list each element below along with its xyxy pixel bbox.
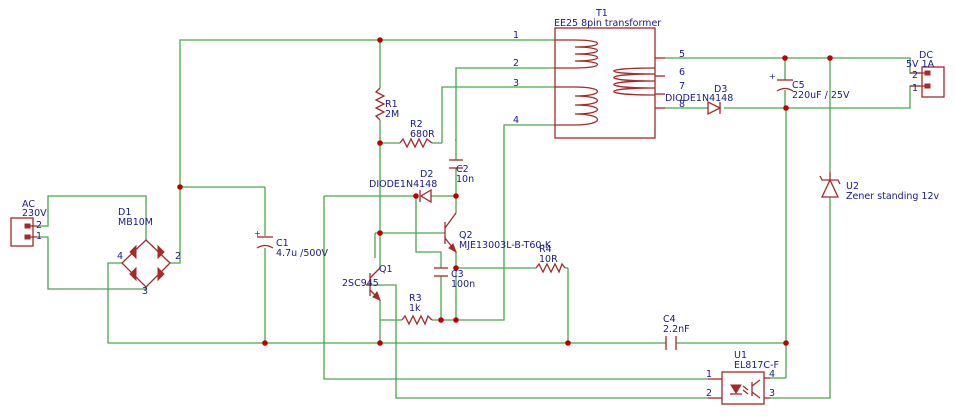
c2-ref: C2	[456, 164, 469, 175]
dc-connector: DC 5V 1A 2 1	[906, 50, 945, 98]
t1-pin1: 1	[513, 30, 519, 41]
r2-ref: R2	[410, 119, 423, 130]
ac-ref: AC	[22, 199, 35, 210]
c4-value: 2.2nF	[663, 324, 690, 335]
wires	[37, 39, 920, 399]
u2-value: Zener standing 12v	[846, 191, 939, 202]
svg-text:+: +	[769, 72, 776, 81]
t1-pin8: 8	[679, 99, 685, 110]
capacitor-c2: C2 10n	[449, 159, 474, 185]
r4-ref: R4	[539, 244, 552, 255]
resistor-r1: R1 2M	[374, 87, 399, 121]
t1-pin7: 7	[679, 81, 685, 92]
t1-value: EE25 8pin transformer	[554, 18, 661, 29]
transformer-t1: T1 EE25 8pin transformer 1 2 3 4 5 6 7 8	[513, 8, 685, 139]
c2-value: 10n	[456, 174, 474, 185]
q2-ref: Q2	[459, 230, 473, 241]
transistor-q1: Q1 2SC945	[342, 264, 393, 301]
resistor-r2: R2 680R	[399, 119, 435, 149]
r1-value: 2M	[385, 109, 399, 120]
d3-ref: D3	[714, 84, 727, 95]
ac-pin1: 1	[36, 231, 42, 242]
c3-ref: C3	[451, 269, 464, 280]
transistor-q2: Q2 MJE13003L-B-T60-K	[444, 212, 552, 254]
u1-pin2: 2	[706, 388, 712, 399]
d3-value: DIODE1N4148	[665, 93, 733, 104]
bridge-rectifier-d1: D1 MB10M 4 2 3	[117, 207, 181, 297]
c1-ref: C1	[276, 238, 289, 249]
ac-pin2: 2	[36, 220, 42, 231]
r3-value: 1k	[409, 303, 421, 314]
u1-pin1: 1	[706, 369, 712, 380]
q2-value: MJE13003L-B-T60-K	[459, 240, 552, 251]
d2-value: DIODE1N4148	[369, 179, 437, 190]
capacitor-c4: C4 2.2nF	[663, 314, 690, 350]
r1-ref: R1	[385, 99, 398, 110]
r2-value: 680R	[410, 129, 435, 140]
u2-ref: U2	[846, 181, 859, 192]
c4-ref: C4	[663, 314, 676, 325]
junctions	[177, 37, 833, 346]
resistor-r4: R4 10R	[535, 244, 566, 274]
d1-pin3: 3	[142, 286, 148, 297]
t1-ref: T1	[595, 8, 608, 19]
dc-ref: DC	[919, 50, 933, 61]
t1-pin3: 3	[513, 78, 519, 89]
r3-ref: R3	[409, 293, 422, 304]
u1-ref: U1	[734, 350, 747, 361]
ac-value: 230V	[22, 208, 47, 219]
d1-pin2: 2	[175, 251, 181, 262]
q1-value: 2SC945	[342, 278, 379, 289]
capacitor-c5: + C5 220uF / 25V	[769, 72, 850, 101]
r4-value: 10R	[539, 254, 558, 265]
zener-u2: U2 Zener standing 12v	[819, 172, 939, 202]
u1-value: EL817C-F	[734, 360, 779, 371]
t1-pin4: 4	[513, 115, 519, 126]
u1-pin4: 4	[769, 369, 775, 380]
d2-ref: D2	[420, 169, 433, 180]
dc-pin2: 2	[912, 70, 918, 81]
c5-value: 220uF / 25V	[792, 90, 850, 101]
optocoupler-u1: U1 EL817C-F 1 2 3 4	[706, 350, 779, 405]
c1-value: 4.7u /500V	[276, 248, 328, 259]
t1-pin5: 5	[679, 49, 685, 60]
ac-connector: AC 230V 2 1	[10, 199, 47, 247]
capacitor-c3: C3 100n	[434, 267, 475, 290]
diode-d2: D2 DIODE1N4148	[369, 169, 437, 204]
t1-pin6: 6	[679, 67, 685, 78]
dc-pin1: 1	[912, 83, 918, 94]
t1-pin2: 2	[513, 58, 519, 69]
diode-d3: D3 DIODE1N4148	[665, 84, 733, 116]
resistor-r3: R3 1k	[401, 293, 433, 326]
d1-value: MB10M	[118, 217, 153, 228]
q1-ref: Q1	[379, 264, 393, 275]
u1-pin3: 3	[769, 388, 775, 399]
c5-ref: C5	[792, 80, 805, 91]
d1-ref: D1	[118, 207, 131, 218]
c3-value: 100n	[451, 279, 475, 290]
dc-value: 5V 1A	[906, 59, 935, 70]
capacitor-c1: + C1 4.7u /500V	[254, 229, 328, 259]
d1-pin4: 4	[117, 251, 123, 262]
svg-text:+: +	[254, 229, 261, 238]
